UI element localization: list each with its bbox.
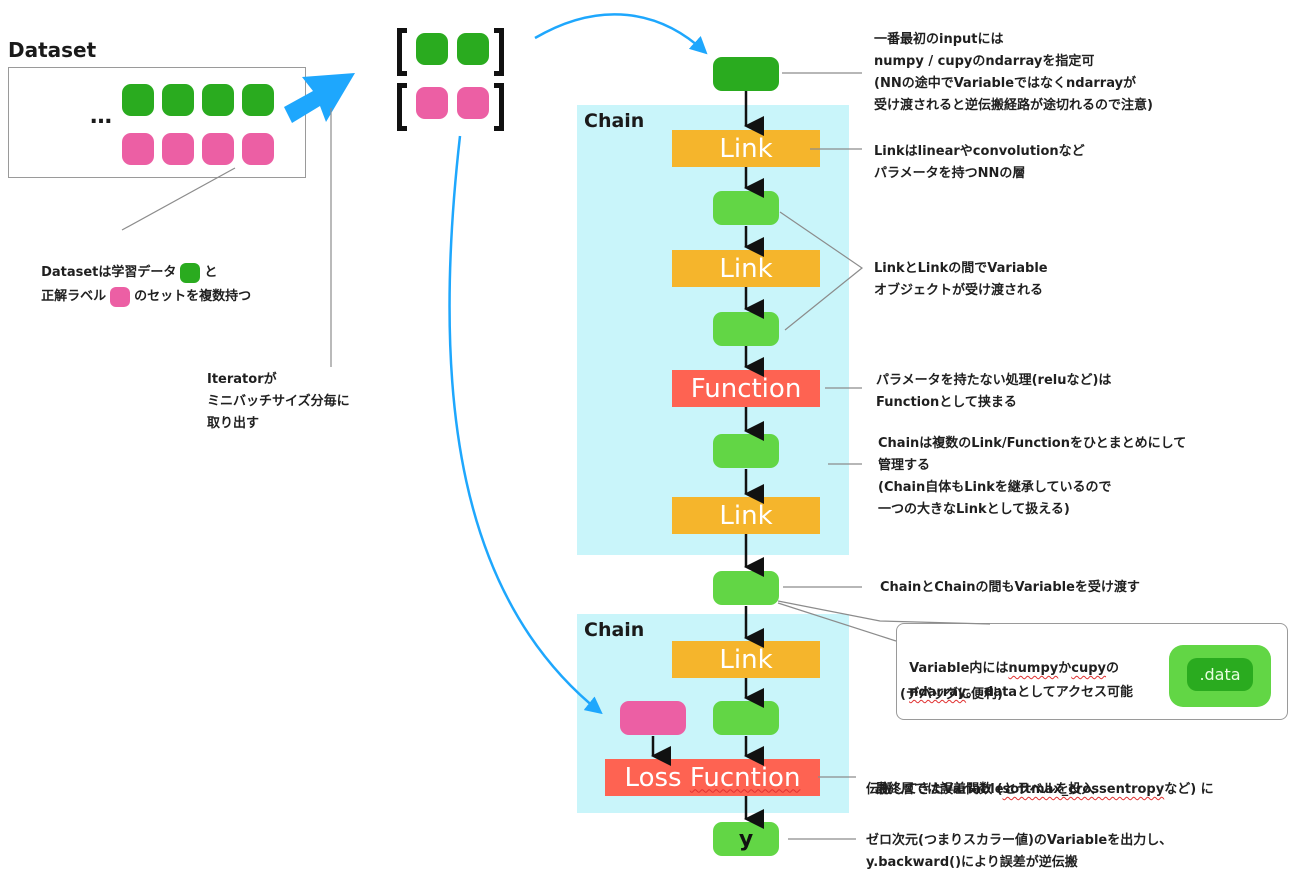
- callout-line-2: ndarray。.dataとしてアクセス可能: [900, 660, 1133, 704]
- note-loss-fn-name: softmax_crossentropy: [1002, 782, 1165, 797]
- chain-label-2: Chain: [584, 619, 645, 641]
- training-data-item: [162, 84, 194, 116]
- note-input: 一番最初のinputには numpy / cupyのndarrayを指定可 (N…: [874, 32, 1153, 113]
- dataset-desc-text: Datasetは学習データ: [41, 265, 177, 280]
- minibatch-bracket-left: [397, 28, 407, 76]
- callout-text: 。.dataとしてアクセス可能: [966, 685, 1134, 700]
- chain-label-1: Chain: [584, 110, 645, 132]
- label-item: [202, 133, 234, 165]
- minibatch-bracket-right: [494, 83, 504, 131]
- training-data-item: [242, 84, 274, 116]
- dataset-description: Datasetは学習データ と: [32, 240, 217, 284]
- note-link: Linkはlinearやconvolutionなど パラメータを持つNNの層: [874, 144, 1085, 181]
- minibatch-label-item: [416, 87, 448, 119]
- variable-node: [713, 701, 779, 735]
- callout-cupy: cupy: [1071, 661, 1107, 676]
- minibatch-data-item: [416, 33, 448, 65]
- variable-node: [713, 191, 779, 225]
- variable-node: [713, 434, 779, 468]
- function-block: Function: [672, 370, 820, 407]
- pink-square-icon: [110, 286, 131, 307]
- callout-text: の: [1106, 661, 1120, 676]
- note-loss-text: など) に: [1164, 782, 1214, 797]
- loss-function-block: Loss Fucntion: [605, 759, 820, 796]
- callout-ndarray: ndarray: [909, 685, 967, 700]
- dataset-ellipsis: …: [90, 104, 113, 129]
- note-loss: 最終層では誤差関数 (softmax_crossentropyなど) に: [866, 757, 1214, 801]
- callout-text: か: [1058, 661, 1072, 676]
- loss-label: Loss: [624, 762, 690, 793]
- link-block: Link: [672, 641, 820, 678]
- note-between-chains: ChainとChainの間もVariableを受け渡す: [880, 580, 1140, 595]
- variable-illustration: .data: [1169, 645, 1271, 707]
- data-attribute-chip: .data: [1187, 658, 1253, 691]
- note-variable-between-links: LinkとLinkの間でVariable オブジェクトが受け渡される: [874, 261, 1048, 298]
- dataset-desc-text: 正解ラベル: [41, 289, 107, 304]
- dataset-description-2: 正解ラベル のセットを複数持つ: [32, 264, 251, 308]
- dataset-title: Dataset: [8, 38, 97, 62]
- output-variable-y: y: [713, 822, 779, 856]
- note-loss-2: 伝搬してきたVariableとラベルを投入: [866, 782, 1095, 797]
- note-function: パラメータを持たない処理(reluなど)は Functionとして挟まる: [876, 373, 1112, 410]
- label-variable: [620, 701, 686, 735]
- variable-node: [713, 312, 779, 346]
- training-data-item: [122, 84, 154, 116]
- note-output: ゼロ次元(つまりスカラー値)のVariableを出力し、 y.backward(…: [866, 833, 1173, 870]
- callout-text: Variable内には: [909, 661, 1009, 676]
- green-square-icon: [180, 262, 201, 283]
- minibatch-data-item: [457, 33, 489, 65]
- label-item: [162, 133, 194, 165]
- dataset-desc-text: と: [204, 265, 218, 280]
- link-block: Link: [672, 130, 820, 167]
- label-item: [242, 133, 274, 165]
- variable-between-chains: [713, 571, 779, 605]
- callout-line-3: (デバッグに便利): [900, 687, 1003, 702]
- minibatch-label-item: [457, 87, 489, 119]
- label-item: [122, 133, 154, 165]
- link-block: Link: [672, 250, 820, 287]
- note-loss-text: 最終層では誤差関数 (: [875, 782, 1003, 797]
- training-data-item: [202, 84, 234, 116]
- input-variable: [713, 57, 779, 91]
- iterator-note: Iteratorが ミニバッチサイズ分毎に 取り出す: [207, 372, 350, 431]
- callout-line-1: Variable内にはnumpyかcupyの: [900, 636, 1119, 680]
- minibatch-bracket-right: [494, 28, 504, 76]
- dataset-desc-text: のセットを複数持つ: [134, 289, 252, 304]
- note-chain: Chainは複数のLink/Functionをひとまとめにして 管理する (Ch…: [878, 436, 1187, 517]
- loss-label-misspelled: Fucntion: [689, 762, 801, 793]
- link-block: Link: [672, 497, 820, 534]
- flow-arrow-to-input: [534, 13, 708, 55]
- callout-numpy: numpy: [1008, 661, 1059, 676]
- minibatch-bracket-left: [397, 83, 407, 131]
